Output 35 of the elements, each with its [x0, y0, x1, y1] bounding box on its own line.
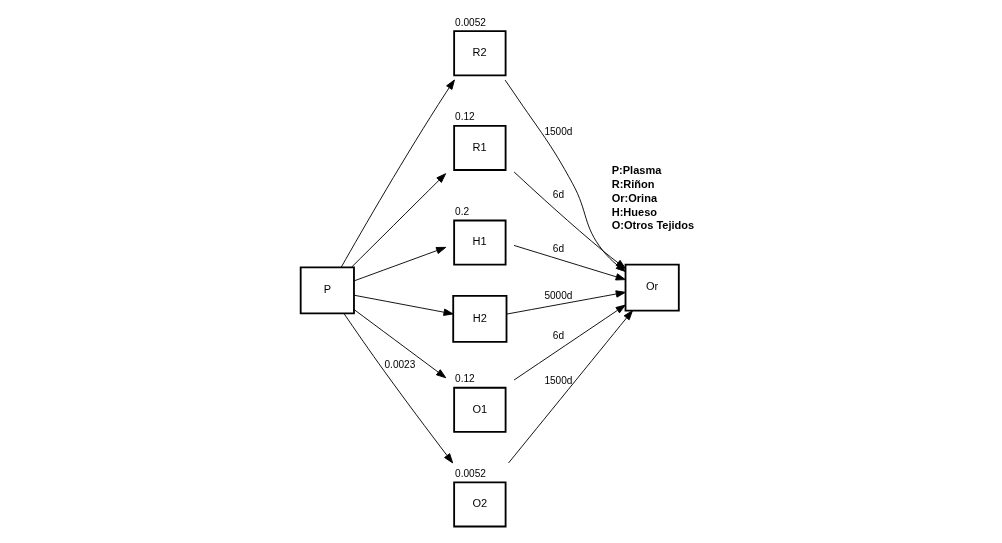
arrow [340, 79, 455, 268]
node-label: 0.12 [455, 373, 475, 385]
arrow [351, 173, 447, 268]
arrow [513, 171, 626, 269]
edge-label: 0.0023 [384, 359, 416, 371]
node-box: H1 [453, 219, 507, 266]
edge-label: 1500d [544, 374, 573, 386]
arrow [506, 290, 626, 315]
node-label: 0.0052 [455, 467, 486, 479]
node-box: O2 [453, 481, 507, 528]
node-box: O1 [453, 386, 507, 433]
arrow [353, 246, 447, 282]
label: R:Riñon [611, 177, 655, 190]
arrow [508, 310, 633, 464]
arrow [343, 313, 454, 464]
label: P:Plasma [611, 164, 662, 177]
node-label: 0.2 [455, 205, 470, 217]
node-box: Or [624, 263, 680, 312]
arrow [353, 309, 447, 379]
edge-label: 6d [552, 189, 565, 201]
node-box: R2 [453, 30, 507, 77]
label: O:Otros Tejidos [611, 219, 695, 232]
node-box: R1 [453, 124, 507, 171]
node-box: H2 [452, 294, 508, 343]
arrow [353, 294, 454, 316]
label: H:Hueso [611, 205, 658, 218]
node-box: P [299, 266, 355, 315]
label: Or:Orina [611, 191, 658, 204]
edge-label: 5000d [544, 290, 573, 302]
node-label: 0.0052 [455, 16, 486, 28]
arrow [513, 304, 626, 381]
edge-label: 1500d [544, 125, 573, 137]
edge-label: 6d [552, 243, 565, 255]
node-label: 0.12 [455, 111, 475, 123]
edge-label: 6d [552, 329, 565, 341]
